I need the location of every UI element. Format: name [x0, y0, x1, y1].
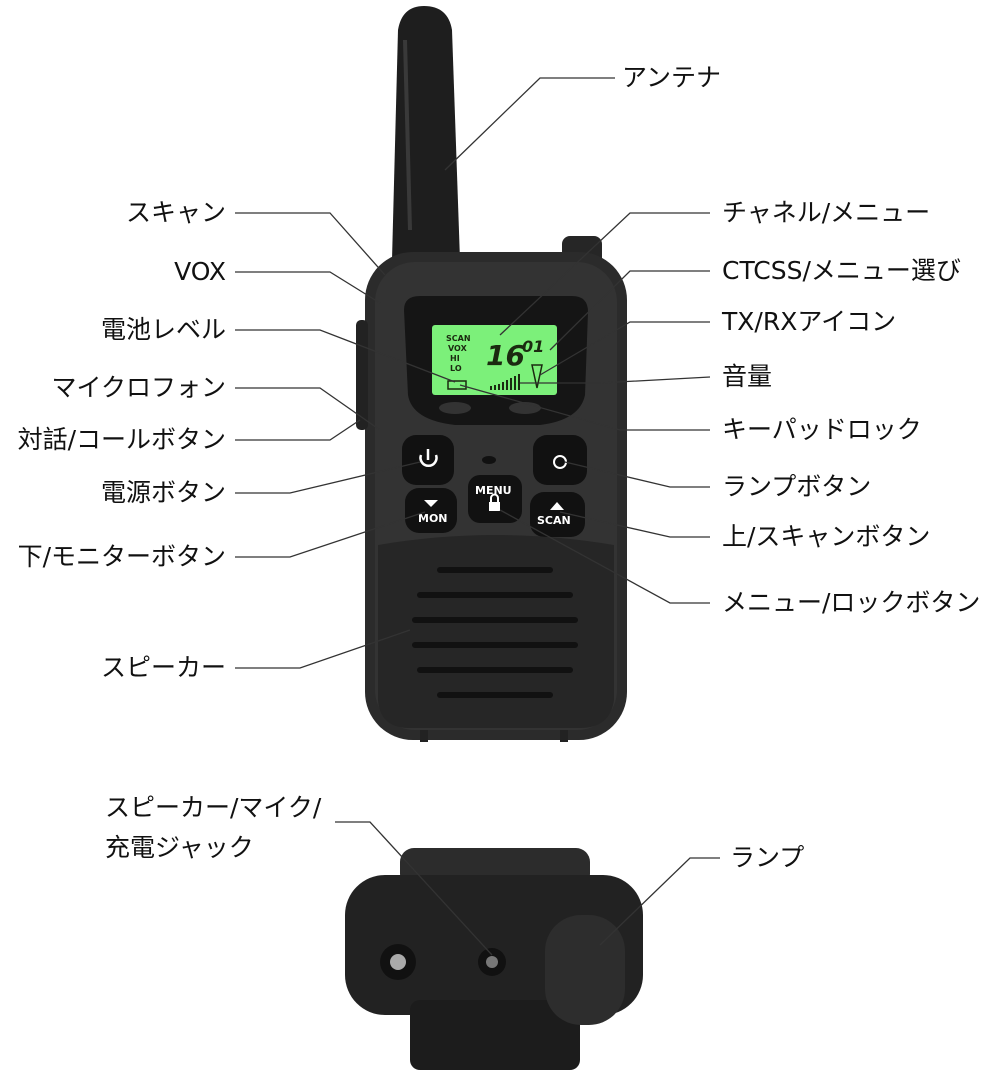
lcd-scan: SCAN	[446, 334, 471, 343]
ptt-button	[356, 320, 368, 430]
label-lamp: ランプ	[730, 843, 805, 872]
lcd-lo: LO	[450, 364, 462, 373]
label-power-button: 電源ボタン	[100, 478, 226, 507]
label-battery-level: 電池レベル	[100, 315, 226, 344]
label-jack-line2: 充電ジャック	[105, 833, 254, 862]
label-vox: VOX	[174, 257, 226, 286]
label-ptt-button: 対話/コールボタン	[17, 425, 226, 454]
mon-button	[405, 488, 457, 533]
label-down-monitor-button: 下/モニターボタン	[17, 542, 226, 571]
lcd-channel: 16	[486, 339, 525, 372]
label-volume: 音量	[722, 362, 773, 391]
label-channel-menu: チャネル/メニュー	[722, 198, 931, 227]
label-menu-lock-button: メニュー/ロックボタン	[722, 588, 981, 617]
label-ctcss: CTCSS/メニュー選び	[722, 256, 961, 285]
microphone-hole	[482, 456, 496, 464]
battery-icon	[447, 380, 467, 390]
antenna	[392, 6, 460, 260]
label-jack-line1: スピーカー/マイク/	[105, 793, 322, 822]
lcd-hi: HI	[450, 354, 460, 363]
lamp-button	[533, 435, 587, 485]
label-up-scan-button: 上/スキャンボタン	[722, 522, 931, 551]
lcd-code: 01	[522, 337, 544, 356]
menu-button	[468, 475, 522, 523]
label-scan: スキャン	[125, 198, 226, 227]
top-view-illustration	[345, 848, 643, 1070]
mon-label: MON	[418, 512, 448, 525]
speaker-area	[378, 535, 614, 728]
label-tx-rx-icon: TX/RXアイコン	[722, 307, 897, 336]
menu-label: MENU	[475, 484, 512, 497]
label-antenna: アンテナ	[622, 63, 722, 92]
leader-lines	[235, 77, 720, 956]
label-lamp-button: ランプボタン	[722, 472, 872, 501]
label-microphone: マイクロフォン	[51, 373, 226, 402]
label-keypad-lock: キーパッドロック	[722, 415, 922, 444]
lcd-screen	[432, 325, 557, 395]
lcd-vox: VOX	[448, 344, 468, 353]
label-speaker: スピーカー	[100, 653, 226, 682]
tx-rx-icon	[531, 364, 543, 389]
antenna-base	[545, 915, 625, 1025]
scan-label: SCAN	[537, 514, 571, 527]
scan-button	[530, 492, 585, 537]
volume-bars-icon	[490, 374, 520, 390]
